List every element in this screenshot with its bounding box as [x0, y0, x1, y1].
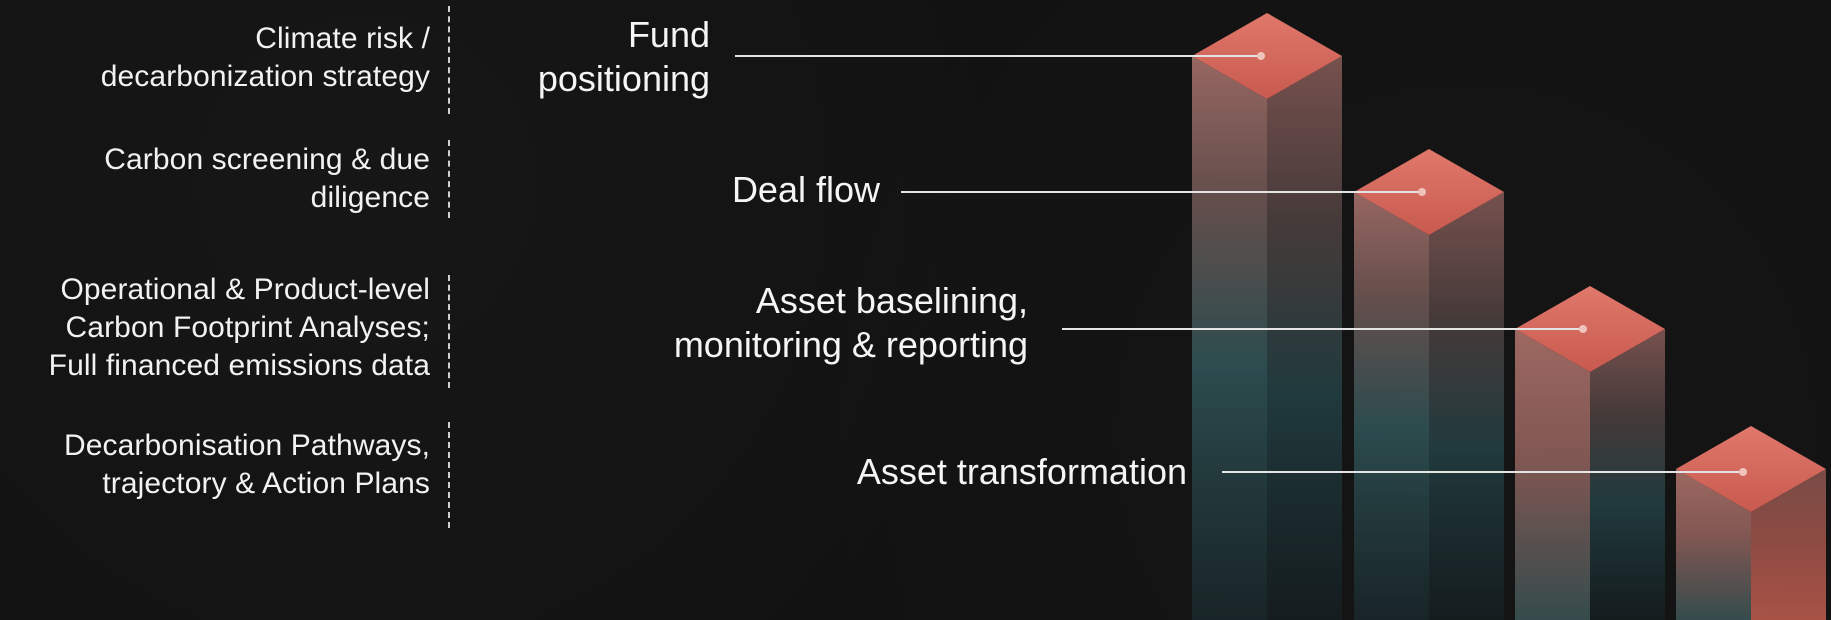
bar-fund-positioning — [1192, 13, 1342, 620]
connector-fund-positioning — [735, 52, 1265, 60]
connector-asset-baselining — [1062, 325, 1587, 333]
divider-footprint — [448, 275, 450, 388]
divider-pathways — [448, 422, 450, 528]
left-item-carbon-screening: Carbon screening & due diligence — [104, 143, 430, 214]
stage-label-asset-baselining: Asset baselining, monitoring & reporting — [673, 280, 1028, 365]
bar-asset-transformation — [1676, 426, 1826, 620]
left-item-climate: Climate risk / decarbonization strategy — [100, 22, 430, 93]
stage-label-fund-positioning: Fund positioning — [537, 14, 710, 99]
divider-climate — [448, 6, 450, 114]
bar-deal-flow — [1354, 149, 1504, 620]
left-item-footprint: Operational & Product-level Carbon Footp… — [48, 273, 430, 382]
connector-asset-transformation — [1222, 468, 1747, 476]
stage-label-asset-transformation: Asset transformation — [856, 451, 1187, 492]
bar-asset-baselining — [1515, 286, 1665, 620]
left-item-pathways: Decarbonisation Pathways, trajectory & A… — [63, 429, 430, 500]
connector-deal-flow — [901, 188, 1426, 196]
divider-carbon-screening — [448, 140, 450, 218]
stage-label-deal-flow: Deal flow — [731, 169, 880, 210]
